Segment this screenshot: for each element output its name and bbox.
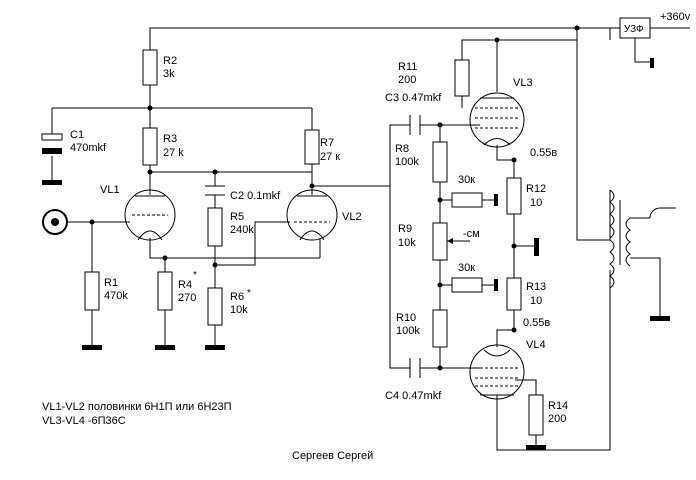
- resistor-r3: [142, 127, 158, 166]
- c1-value: 470mkf: [70, 142, 107, 154]
- vl4-label: VL4: [526, 339, 546, 351]
- r10-ref: R10: [396, 312, 416, 324]
- resistor-r6: [207, 287, 223, 326]
- bias-minus-label: -см: [463, 228, 480, 240]
- r2-value: 3k: [163, 68, 175, 80]
- voltage-lower-label: 0.55в: [523, 317, 550, 329]
- supply-voltage-label: +360v: [660, 11, 691, 23]
- resistor-r5: [207, 207, 223, 247]
- r13-value: 10: [530, 295, 542, 307]
- r6-mark: *: [247, 288, 251, 299]
- tube-vl3: [469, 92, 525, 148]
- c4-label: C4 0.47mkf: [385, 390, 442, 402]
- r14-value: 200: [548, 413, 566, 425]
- r13-ref: R13: [526, 281, 546, 293]
- labels: +360v УЗФ R2 3k C1 470mkf R3 27 k R7 27 …: [42, 11, 691, 462]
- r10-value: 100k: [396, 325, 420, 337]
- bias-lower-label: 30к: [458, 262, 475, 274]
- r3-ref: R3: [163, 133, 177, 145]
- r4-mark: *: [193, 270, 197, 281]
- resistor-r9: [432, 222, 448, 261]
- note-line-2: VL3-VL4 -6П36С: [42, 415, 126, 427]
- capacitors: [41, 115, 421, 378]
- r5-value: 240k: [230, 224, 254, 236]
- vl3-label: VL3: [513, 77, 533, 89]
- r11-value: 200: [398, 74, 416, 86]
- r6-ref: R6: [230, 291, 244, 303]
- resistor-bias-upper: [451, 192, 483, 208]
- vl1-label: VL1: [100, 184, 120, 196]
- r7-ref: R7: [320, 137, 334, 149]
- r12-ref: R12: [526, 183, 546, 195]
- r12-value: 10: [530, 197, 542, 209]
- resistor-r12: [506, 177, 522, 215]
- resistor-r13: [506, 277, 522, 311]
- r2-ref: R2: [163, 55, 177, 67]
- resistor-r4: [157, 271, 173, 311]
- resistor-r14: [528, 394, 544, 436]
- input-jack: [42, 209, 68, 235]
- r1-ref: R1: [104, 277, 118, 289]
- tube-vl4: [469, 344, 525, 400]
- resistor-r11: [454, 59, 470, 97]
- resistor-r1: [84, 271, 100, 311]
- r7-value: 27 к: [320, 151, 340, 163]
- r6-value: 10k: [230, 304, 248, 316]
- resistors: [84, 49, 544, 436]
- r5-ref: R5: [230, 211, 244, 223]
- junction-dots: [89, 25, 580, 371]
- wires: [51, 27, 690, 451]
- c1-ref: C1: [70, 129, 84, 141]
- vl2-label: VL2: [342, 211, 362, 223]
- voltage-upper-label: 0.55в: [530, 147, 557, 159]
- output-transformer: [609, 189, 676, 289]
- note-line-1: VL1-VL2 половинки 6Н1П или 6Н23П: [42, 401, 232, 413]
- resistor-r2: [142, 49, 158, 86]
- c2-label: C2 0.1mkf: [230, 190, 281, 202]
- tube-vl1: [124, 189, 176, 241]
- r8-value: 100k: [395, 156, 419, 168]
- c3-label: C3 0.47mkf: [385, 92, 442, 104]
- r11-ref: R11: [398, 61, 417, 73]
- author-label: Сергеев Сергей: [292, 450, 373, 462]
- r9-ref: R9: [398, 223, 412, 235]
- r4-value: 270: [178, 292, 196, 304]
- grounds: [42, 58, 670, 450]
- resistor-bias-lower: [451, 277, 483, 293]
- resistor-r7: [304, 129, 320, 165]
- r3-value: 27 k: [163, 147, 184, 159]
- tube-vl2: [286, 189, 338, 241]
- resistor-r8: [432, 141, 448, 183]
- r8-ref: R8: [395, 143, 409, 155]
- filter-label: УЗФ: [624, 24, 644, 35]
- r14-ref: R14: [548, 400, 568, 412]
- r9-value: 10k: [398, 237, 416, 249]
- filter-box: [619, 17, 651, 39]
- r4-ref: R4: [178, 279, 192, 291]
- r1-value: 470k: [104, 290, 128, 302]
- resistor-r10: [432, 309, 448, 348]
- bias-upper-label: 30к: [458, 174, 475, 186]
